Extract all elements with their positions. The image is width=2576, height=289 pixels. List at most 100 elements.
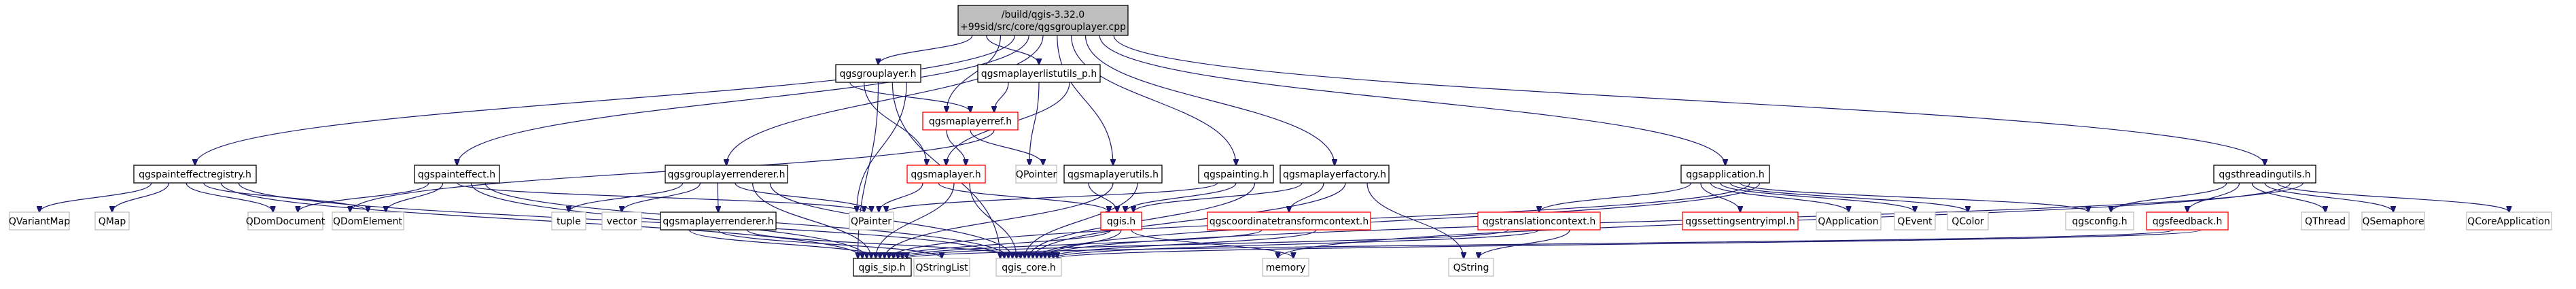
node-qgspainteffect-h[interactable]: qgspainteffect.h: [414, 165, 500, 184]
node-label: QSemaphore: [2362, 216, 2424, 227]
node-qgsmaplayerfactory-h[interactable]: qgsmaplayerfactory.h: [1280, 165, 1390, 184]
node-qgsthreadingutils-h[interactable]: qgsthreadingutils.h: [2213, 165, 2316, 184]
edge-qgsmaplayer-h-to-qgis-sip-h: [876, 182, 955, 258]
edge-qgsmaplayerfactory-h-to-qgis-core-h: [1033, 182, 1346, 258]
edge-root-to-qgsapplication-h: [1099, 35, 1725, 165]
node-qdomdocument[interactable]: QDomDocument: [246, 211, 325, 231]
edge-qgsmaplayerfactory-h-to-qstring: [1366, 182, 1464, 258]
node-qgsconfig-h[interactable]: qgsconfig.h: [2065, 211, 2134, 231]
edge-qgspainteffect-h-to-qdomdocument: [298, 182, 429, 212]
node-label: qgsmaplayerutils.h: [1068, 169, 1159, 180]
edge-qgsthreadingutils-h-to-qthread: [2251, 182, 2325, 212]
node-qdomelement[interactable]: QDomElement: [332, 211, 404, 231]
edge-qgsthreadingutils-h-to-qgsconfig-h: [2111, 182, 2227, 212]
node-qstringlist[interactable]: QStringList: [913, 258, 970, 277]
edge-root-to-qgspainting-h: [1071, 35, 1236, 165]
edge-root-to-qgsmaplayerlistutils-p-h: [986, 35, 1039, 65]
node-qgsmaplayerutils-h[interactable]: qgsmaplayerutils.h: [1063, 165, 1163, 184]
node-qgsfeedback-h[interactable]: qgsfeedback.h: [2146, 211, 2229, 231]
node-label: qgspainting.h: [1203, 169, 1269, 180]
node-qgsgrouplayer-h[interactable]: qgsgrouplayer.h: [835, 64, 921, 83]
node-qgsgrouplayerrenderer-h[interactable]: qgsgrouplayerrenderer.h: [665, 165, 788, 184]
node-label: qgsthreadingutils.h: [2219, 169, 2310, 180]
node-label: tuple: [557, 216, 581, 227]
node-qapplication[interactable]: QApplication: [1816, 211, 1882, 231]
node-label: qgsgrouplayer.h: [840, 69, 917, 80]
node-qcolor[interactable]: QColor: [1947, 211, 1989, 231]
edge-qgsapplication-h-to-qevent: [1720, 182, 1915, 212]
node-qevent[interactable]: QEvent: [1894, 211, 1936, 231]
node-label: qgsconfig.h: [2072, 216, 2127, 227]
node-qgssettingsentryimpl-h[interactable]: qgssettingsentryimpl.h: [1682, 211, 1799, 231]
edge-qgspainting-h-to-qpainter: [886, 182, 1218, 212]
edge-qgsmaplayer-h-to-qpainter: [879, 182, 923, 212]
node-label: QApplication: [1818, 216, 1878, 227]
node-qgsapplication-h[interactable]: qgsapplication.h: [1680, 165, 1770, 184]
node-qstring[interactable]: QString: [1448, 258, 1494, 277]
root-file-path-line2: +99sid/src/core/qgsgrouplayer.cpp: [960, 22, 1126, 33]
node-label: QDomDocument: [246, 216, 325, 227]
node-label: qgsmaplayerref.h: [929, 116, 1012, 127]
edge-qgspainteffect-h-to-qdomelement: [386, 182, 444, 212]
node-tuple[interactable]: tuple: [551, 211, 586, 231]
edge-qgsmaplayerrenderer-h-to-qgis-core-h: [746, 229, 1021, 258]
node-qvariantmap[interactable]: QVariantMap: [9, 211, 70, 231]
node-qgsmaplayerlistutils-p-h[interactable]: qgsmaplayerlistutils_p.h: [977, 64, 1101, 83]
node-qgspainting-h[interactable]: qgspainting.h: [1198, 165, 1274, 184]
node-label: qgsfeedback.h: [2153, 216, 2223, 227]
node-vector[interactable]: vector: [601, 211, 642, 231]
node-label: qgis.h: [1107, 216, 1135, 227]
edge-qgsmaplayerrenderer-h-to-qgis-sip-h: [688, 229, 881, 258]
node-qgspainteffectregistry-h[interactable]: qgspainteffectregistry.h: [133, 165, 257, 184]
node-qsemaphore[interactable]: QSemaphore: [2361, 211, 2425, 231]
edge-qgsthreadingutils-h-to-qcoreapplication: [2277, 182, 2509, 212]
node-qgsmaplayer-h[interactable]: qgsmaplayer.h: [906, 165, 986, 184]
node-label: QMap: [99, 216, 126, 227]
node-label: QString: [1453, 262, 1489, 273]
node-root-file[interactable]: /build/qgis-3.32.0 +99sid/src/core/qgsgr…: [957, 5, 1129, 36]
edge-qgsapplication-h-to-qgsconfig-h: [1740, 182, 2089, 212]
edge-qgsgrouplayerrenderer-h-to-tuple: [569, 182, 684, 212]
edge-qgsgrouplayer-h-to-qgsmaplayer-h: [864, 82, 927, 165]
node-memory[interactable]: memory: [1262, 258, 1309, 277]
node-label: qgsapplication.h: [1686, 169, 1765, 180]
node-qpointer[interactable]: QPointer: [1015, 165, 1057, 184]
edge-root-to-qgspainteffect-h: [457, 35, 1029, 165]
edge-root-to-qgsmaplayerref-h: [947, 35, 1002, 112]
node-qgis-sip-h[interactable]: qgis_sip.h: [853, 258, 912, 277]
node-label: qgsmaplayerfactory.h: [1283, 169, 1386, 180]
node-label: qgscoordinatetransformcontext.h: [1210, 216, 1369, 227]
node-qmap[interactable]: QMap: [94, 211, 130, 231]
edge-root-to-qgsgrouplayerrenderer-h: [726, 35, 1044, 165]
edge-qgstranslationcontext-h-to-qgis-core-h: [1053, 229, 1540, 258]
edge-qgstranslationcontext-h-to-qgis-sip-h: [902, 229, 1509, 258]
edge-qgsmaplayerutils-h-to-qgis-h: [1088, 182, 1117, 212]
node-qpainter[interactable]: QPainter: [849, 211, 894, 231]
node-qthread[interactable]: QThread: [2301, 211, 2350, 231]
node-qgis-core-h[interactable]: qgis_core.h: [995, 258, 1062, 277]
node-label: QCoreApplication: [2467, 216, 2550, 227]
node-qgscoordinatetransformcontext-h[interactable]: qgscoordinatetransformcontext.h: [1207, 211, 1371, 231]
node-label: qgis_sip.h: [858, 262, 905, 273]
edge-qgsmaplayer-h-to-qgis-h: [938, 182, 1109, 212]
node-qgsmaplayerref-h[interactable]: qgsmaplayerref.h: [922, 112, 1019, 131]
edge-qgsgrouplayer-h-to-qgsmaplayerref-h: [849, 82, 970, 112]
edge-root-to-qgsmaplayerfactory-h: [1084, 35, 1335, 165]
edge-qgscoordinatetransformcontext-h-to-qgis-sip-h: [898, 229, 1263, 258]
node-qcoreapplication[interactable]: QCoreApplication: [2466, 211, 2552, 231]
node-label: qgsmaplayerlistutils_p.h: [981, 69, 1097, 80]
edge-qgsthreadingutils-h-to-qgsfeedback-h: [2187, 182, 2240, 212]
edge-qgsmaplayerutils-h-to-qgis-sip-h: [885, 182, 1114, 258]
node-qgstranslationcontext-h[interactable]: qgstranslationcontext.h: [1477, 211, 1601, 231]
edge-qgsmaplayerfactory-h-to-qgscoordinatetransformcontext-h: [1289, 182, 1324, 212]
node-label: qgssettingsentryimpl.h: [1685, 216, 1795, 227]
edge-qgsmaplayerlistutils-p-h-to-qgsmaplayerref-h: [994, 82, 1009, 112]
node-label: qgis_core.h: [1002, 262, 1056, 273]
edge-qgsmaplayerref-h-to-qpointer: [970, 129, 1043, 165]
node-qgsmaplayerrenderer-h[interactable]: qgsmaplayerrenderer.h: [660, 211, 777, 231]
edge-qgscoordinatetransformcontext-h-to-qgis-core-h: [1049, 229, 1317, 258]
node-qgis-h[interactable]: qgis.h: [1100, 211, 1142, 231]
node-label: qgsmaplayer.h: [911, 169, 981, 180]
node-label: QPainter: [851, 216, 892, 227]
